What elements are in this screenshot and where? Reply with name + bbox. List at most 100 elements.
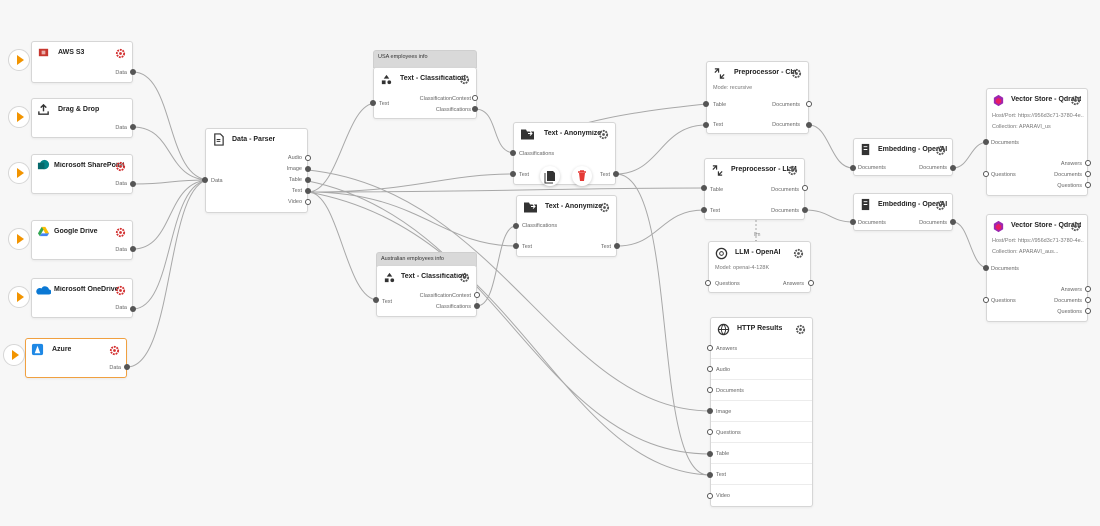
port-dot[interactable] [513, 243, 519, 249]
source-sharepoint[interactable]: Microsoft SharePoint Data [31, 154, 133, 194]
port-dot[interactable] [806, 122, 812, 128]
text-anonymize-node[interactable]: Text - Anonymize Classifications Text Te… [516, 195, 617, 257]
port-dot[interactable] [808, 280, 814, 286]
data-parser-node[interactable]: Data - Parser Data Audio Image Table Tex… [205, 128, 308, 213]
port-dot[interactable] [130, 181, 136, 187]
port-dot[interactable] [983, 139, 989, 145]
llm-openai-node[interactable]: LLM - OpenAI Model: openai-4-128K Questi… [708, 241, 811, 293]
port-dot[interactable] [305, 199, 311, 205]
port-dot[interactable] [1085, 286, 1091, 292]
port-dot[interactable] [1085, 160, 1091, 166]
port-dot[interactable] [950, 165, 956, 171]
gear-icon[interactable] [598, 129, 609, 140]
source-onedrive[interactable]: Microsoft OneDrive Data [31, 278, 133, 318]
port-dot[interactable] [130, 246, 136, 252]
port-dot[interactable] [707, 493, 713, 499]
source-azure[interactable]: Azure Data [25, 338, 127, 378]
run-button[interactable] [8, 49, 30, 71]
run-button[interactable] [8, 106, 30, 128]
run-button[interactable] [8, 228, 30, 250]
gear-icon[interactable] [791, 68, 802, 79]
port-dot[interactable] [707, 472, 713, 478]
source-google-drive[interactable]: Google Drive Data [31, 220, 133, 260]
port-dot[interactable] [707, 387, 713, 393]
port-dot[interactable] [474, 292, 480, 298]
port-dot[interactable] [130, 306, 136, 312]
port-dot[interactable] [510, 150, 516, 156]
port-dot[interactable] [510, 171, 516, 177]
port-dot[interactable] [703, 101, 709, 107]
source-drag-drop[interactable]: Drag & Drop Data [31, 98, 133, 138]
gear-icon[interactable] [935, 200, 946, 211]
run-button[interactable] [8, 162, 30, 184]
gear-icon[interactable] [599, 202, 610, 213]
source-aws-s3[interactable]: AWS S3 Data [31, 41, 133, 83]
gear-icon[interactable] [115, 48, 126, 59]
port-dot[interactable] [613, 171, 619, 177]
gear-icon[interactable] [795, 324, 806, 335]
port-dot[interactable] [474, 303, 480, 309]
port-dot[interactable] [806, 101, 812, 107]
port-dot[interactable] [802, 185, 808, 191]
port-dot[interactable] [305, 188, 311, 194]
gear-icon[interactable] [787, 165, 798, 176]
port-dot[interactable] [373, 297, 379, 303]
port-dot[interactable] [202, 177, 208, 183]
port-dot[interactable] [614, 243, 620, 249]
port-dot[interactable] [1085, 171, 1091, 177]
port-dot[interactable] [472, 95, 478, 101]
embedding-openai-node[interactable]: Embedding - OpenAI Documents Documents [853, 138, 953, 176]
gear-icon[interactable] [109, 345, 120, 356]
port-dot[interactable] [305, 155, 311, 161]
vector-store-qdrant-node[interactable]: Vector Store - Qdrant Host/Port: https:/… [986, 88, 1088, 196]
port-dot[interactable] [703, 122, 709, 128]
port-dot[interactable] [1085, 308, 1091, 314]
gear-icon[interactable] [115, 227, 126, 238]
port-dot[interactable] [701, 207, 707, 213]
port-dot[interactable] [370, 100, 376, 106]
port-dot[interactable] [850, 219, 856, 225]
port-dot[interactable] [124, 364, 130, 370]
port-dot[interactable] [707, 366, 713, 372]
port-dot[interactable] [130, 69, 136, 75]
text-classification-node[interactable]: Text - Classification Text Classificatio… [373, 67, 477, 119]
port-dot[interactable] [305, 166, 311, 172]
gear-icon[interactable] [793, 248, 804, 259]
text-classification-node[interactable]: Text - Classification Text Classificatio… [376, 265, 477, 317]
port-dot[interactable] [950, 219, 956, 225]
preprocessor-chunker-node[interactable]: Preprocessor - Chun... Mode: recursive T… [706, 61, 809, 134]
port-dot[interactable] [707, 429, 713, 435]
text-anonymize-node[interactable]: Text - Anonymize Classifications Text Te… [513, 122, 616, 185]
port-dot[interactable] [707, 451, 713, 457]
vector-store-qdrant-node[interactable]: Vector Store - Qdrant Host/Port: https:/… [986, 214, 1088, 322]
port-dot[interactable] [701, 185, 707, 191]
http-results-node[interactable]: HTTP Results Answers Audio Documents Ima… [710, 317, 813, 507]
port-dot[interactable] [983, 171, 989, 177]
gear-icon[interactable] [115, 161, 126, 172]
port-dot[interactable] [983, 297, 989, 303]
port-dot[interactable] [513, 223, 519, 229]
gear-icon[interactable] [115, 285, 126, 296]
port-dot[interactable] [1085, 182, 1091, 188]
port-dot[interactable] [983, 265, 989, 271]
gear-icon[interactable] [459, 74, 470, 85]
port-dot[interactable] [850, 165, 856, 171]
port-dot[interactable] [707, 408, 713, 414]
port-dot[interactable] [705, 280, 711, 286]
copy-icon[interactable] [540, 166, 560, 186]
port-dot[interactable] [472, 106, 478, 112]
gear-icon[interactable] [935, 145, 946, 156]
run-button[interactable] [8, 286, 30, 308]
gear-icon[interactable] [1070, 221, 1081, 232]
preprocessor-llm-node[interactable]: Preprocessor - LLM Table Text Documents … [704, 158, 805, 220]
port-dot[interactable] [130, 124, 136, 130]
port-dot[interactable] [802, 207, 808, 213]
port-dot[interactable] [707, 345, 713, 351]
delete-icon[interactable] [572, 166, 592, 186]
gear-icon[interactable] [1070, 95, 1081, 106]
port-dot[interactable] [1085, 297, 1091, 303]
port-dot[interactable] [305, 177, 311, 183]
gear-icon[interactable] [459, 272, 470, 283]
embedding-openai-node[interactable]: Embedding - OpenAI Documents Documents [853, 193, 953, 231]
run-button[interactable] [3, 344, 25, 366]
